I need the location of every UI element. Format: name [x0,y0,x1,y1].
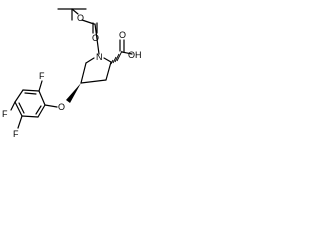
bond-tbu-to-ester-o [71,8,79,15]
bond-ar-c1-c2 [38,90,46,106]
bond-ar-c3-c4 [14,89,24,103]
bond-ar-inner-a [24,92,37,95]
bond-ester-o-to-carbonyl-c [81,19,95,25]
bond-ar-c2-c3 [22,89,40,92]
bond-ar-to-f-top [38,80,43,92]
bond-acid-c-to-oh [121,51,133,55]
atom-label-ether-o: O [58,102,65,112]
atom-label-f-bottom: F [13,129,19,139]
atom-label-f-side: F [2,109,8,119]
bond-ar-inner-c [35,105,42,115]
bond-ar-inner-b [18,102,25,114]
bond-ether-o-to-aryl [44,104,58,108]
bond-ar-c5-c6 [21,115,39,118]
atom-label-acid-carbonyl-o: O [119,30,126,40]
bond-boc-c-to-n [94,23,100,55]
bond-n-c2 [103,57,112,63]
bond-c4-c5 [80,62,87,84]
atom-label-ring-n: N [96,52,103,62]
atom-label-boc-carbonyl-o: O [92,33,99,43]
atom-label-boc-ester-o: O [77,13,84,23]
atom-label-acid-oh: OH [128,50,142,60]
bond-c2-c3 [105,61,112,81]
atom-label-f-top: F [39,71,45,81]
bond-c3-c4 [80,79,107,84]
structure-diagram: O O N O OH O F F F [2,8,142,139]
wedge-bond-c4-o [66,83,81,103]
bond-c5-n [85,57,95,64]
bond-ar-to-f-side [10,101,16,111]
bond-ar-c4-c5 [14,101,23,117]
hashed-bond-c2-cooh [110,50,123,65]
bond-ar-c6-c1 [37,104,46,118]
bond-ar-to-f-bottom [17,115,23,129]
